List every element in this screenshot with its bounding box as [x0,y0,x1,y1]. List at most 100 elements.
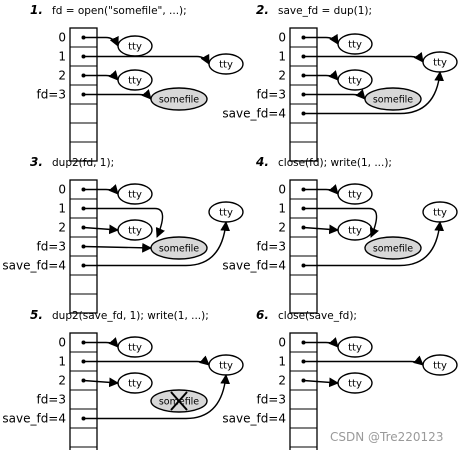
step-number: 1. [30,3,43,17]
fd-row-label: fd=3 [36,88,66,102]
fd-pointer-arrow [303,71,445,115]
panel-4: 4.close(fd); write(1, ...);012fd=3save_f… [222,155,458,314]
fd-pointer-arrow [83,374,231,420]
tty-label: tty [219,60,233,71]
step-caption: close(fd); write(1, ...); [278,157,392,169]
fd-pointer-arrow [303,33,339,45]
fd-row-label: 0 [58,336,66,350]
fd-table [289,179,318,314]
tty-label: tty [433,208,447,219]
fd-row-label: 2 [58,374,66,388]
tty-label: tty [433,58,447,69]
somefile-label: somefile [373,95,413,106]
tty-label: tty [219,208,233,219]
tty-label: tty [433,361,447,372]
tty-label: tty [348,343,362,354]
step-number: 5. [30,308,43,322]
fd-pointer-arrow [303,224,339,235]
panel-3: 3. dup2(fd, 1); 0 1 2 fd=3 save_fd=4 tty tty tty s… [2,155,244,314]
somefile-label: somefile [373,244,413,255]
step-caption: close(save_fd); [278,310,357,322]
watermark-text: CSDN @Tre220123 [330,430,443,444]
fd-pointer-arrow [303,184,339,195]
fd-row-label: 1 [58,355,66,369]
fd-row-label: 1 [278,202,286,216]
panel-6: 6. close(save_fd); 0 1 2 fd=3 save_fd=4 tty tty t… [222,308,458,450]
fd-row-label: 2 [278,374,286,388]
fd-pointer-arrow [303,355,424,366]
fd-pointer-arrow [303,337,339,348]
fd-row-label: fd=3 [256,240,286,254]
fd-row-label: 0 [278,183,286,197]
fd-pointer-arrow [83,355,210,366]
step-caption: dup2(save_fd, 1); write(1, ...); [52,310,209,322]
fd-row-label: save_fd=4 [2,259,66,273]
fd-row-label: 1 [58,202,66,216]
somefile-node [364,236,422,260]
fd-pointer-arrow [303,89,366,100]
fd-row-label: 0 [58,31,66,45]
fd-row-label: 2 [278,69,286,83]
tty-label: tty [128,190,142,201]
fd-row-label: 1 [58,50,66,64]
fd-row-label: 1 [278,50,286,64]
panel-5: 5. dup2(save_fd, 1); write(1, ...); 0 1 2 fd=… [2,308,244,450]
tty-label: tty [348,379,362,390]
fd-row-label: save_fd=4 [2,412,66,426]
fd-pointer-arrow [303,51,424,63]
tty-label: tty [348,190,362,201]
fd-row-label: save_fd=4 [222,107,286,121]
tty-label: tty [128,379,142,390]
tty-label: tty [128,226,142,237]
fd-pointer-arrow [83,70,119,81]
step-caption: fd = open("somefile", ...); [52,5,187,17]
fd-row-label: fd=3 [36,393,66,407]
step-caption: save_fd = dup(1); [278,5,372,17]
closed-x-mark [170,391,188,411]
fd-row-label: fd=3 [256,88,286,102]
fd-pointer-arrow [83,224,119,235]
fd-pointer-arrow [83,377,119,388]
tty-label: tty [348,76,362,87]
fd-pointer-arrow [303,221,445,267]
fd-row-label: 2 [58,69,66,83]
fd-row-label: 2 [278,221,286,235]
fd-pointer-arrow [83,53,210,65]
panel-2: 2. save_fd = dup(1); 0 1 2 fd=3 save_fd=4 tty tt… [222,3,458,162]
step-number: 6. [256,308,269,322]
somefile-label: somefile [159,95,199,106]
fd-pointer-arrow [303,377,339,388]
step-number: 2. [256,3,269,17]
fd-row-label: save_fd=4 [222,412,286,426]
fd-pointer-arrow [303,70,339,81]
tty-label: tty [348,40,362,51]
fd-row-label: 2 [58,221,66,235]
somefile-label: somefile [159,244,199,255]
fd-row-label: fd=3 [256,393,286,407]
tty-label: tty [128,76,142,87]
tty-label: tty [219,361,233,372]
fd-row-label: 0 [278,336,286,350]
step-caption: dup2(fd, 1); [52,157,114,169]
fd-pointer-arrow [83,184,119,195]
tty-label: tty [128,343,142,354]
step-number: 3. [30,155,43,169]
fd-row-label: 0 [58,183,66,197]
fd-pointer-arrow [303,207,379,238]
fd-row-label: save_fd=4 [222,259,286,273]
fd-pointer-arrow [83,221,231,267]
fd-row-label: 0 [278,31,286,45]
fd-table [289,332,318,450]
tty-label: tty [128,42,142,53]
panel-1: 1. fd = open("somefile", ...); 0 1 2 fd=3 tty t… [30,3,244,162]
tty-label: tty [348,226,362,237]
fd-table [69,332,98,450]
fd-pointer-arrow [83,35,119,47]
fd-pointer-arrow [83,89,152,100]
fd-pointer-arrow [83,207,165,238]
fd-pointer-arrow [83,242,152,253]
fd-pointer-arrow [83,337,119,348]
fd-row-label: 1 [278,355,286,369]
fd-row-label: fd=3 [36,240,66,254]
